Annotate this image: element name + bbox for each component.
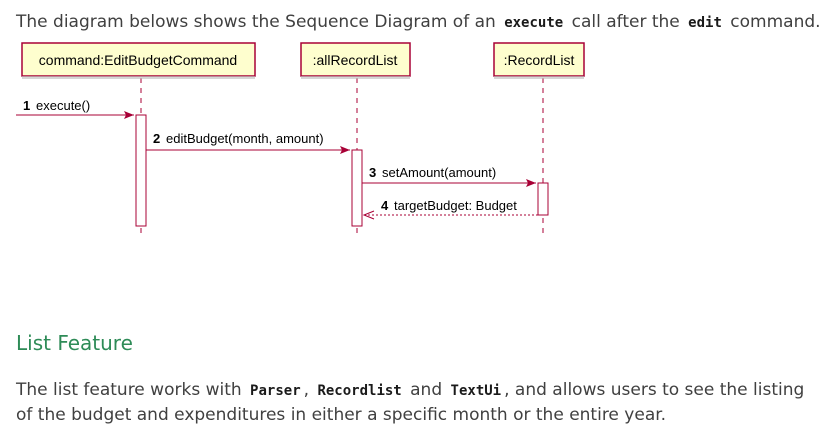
code-edit: edit bbox=[688, 15, 722, 31]
activation-allrecordlist bbox=[351, 149, 363, 227]
message-2-text: editBudget(month, amount) bbox=[166, 131, 324, 146]
message-4-number: 4 bbox=[381, 198, 389, 213]
list-text-rest: , and allows users to see the listing bbox=[504, 380, 805, 400]
message-1-number: 1 bbox=[23, 98, 30, 113]
intro-text-before: The diagram belows shows the Sequence Di… bbox=[16, 12, 496, 32]
list-paragraph-line2: of the budget and expenditures in either… bbox=[16, 405, 667, 425]
intro-paragraph: The diagram belows shows the Sequence Di… bbox=[16, 9, 821, 36]
code-recordlist: Recordlist bbox=[317, 383, 402, 399]
message-3-text: setAmount(amount) bbox=[382, 165, 496, 180]
participant-recordlist: :RecordList bbox=[493, 42, 585, 79]
activation-command bbox=[135, 114, 147, 227]
message-1: 1 execute() bbox=[16, 98, 134, 119]
sequence-diagram: command:EditBudgetCommand :allRecordList… bbox=[16, 42, 585, 238]
participant-recordlist-label: :RecordList bbox=[504, 52, 575, 68]
section-heading: List Feature bbox=[16, 331, 133, 355]
list-sep1: , bbox=[303, 380, 310, 400]
message-1-text: execute() bbox=[36, 98, 90, 113]
message-2-number: 2 bbox=[153, 131, 160, 146]
message-4: 4 targetBudget: Budget bbox=[362, 198, 538, 220]
message-3: 3 setAmount(amount) bbox=[362, 165, 536, 187]
code-execute: execute bbox=[504, 15, 564, 31]
participant-allrecordlist: :allRecordList bbox=[300, 42, 411, 79]
intro-text-after: command. bbox=[730, 12, 821, 32]
participant-command: command:EditBudgetCommand bbox=[21, 42, 256, 79]
list-text-start: The list feature works with bbox=[16, 380, 242, 400]
message-2: 2 editBudget(month, amount) bbox=[146, 131, 350, 154]
code-textui: TextUi bbox=[450, 383, 502, 399]
intro-text-middle: call after the bbox=[571, 12, 680, 32]
participant-command-label: command:EditBudgetCommand bbox=[39, 52, 237, 68]
list-paragraph-line1: The list feature works with Parser, Reco… bbox=[16, 377, 804, 404]
participant-allrecordlist-label: :allRecordList bbox=[313, 52, 398, 68]
list-and: and bbox=[410, 380, 443, 400]
code-parser: Parser bbox=[250, 383, 301, 399]
message-4-text: targetBudget: Budget bbox=[394, 198, 517, 213]
activation-recordlist bbox=[537, 182, 549, 216]
message-3-number: 3 bbox=[369, 165, 376, 180]
